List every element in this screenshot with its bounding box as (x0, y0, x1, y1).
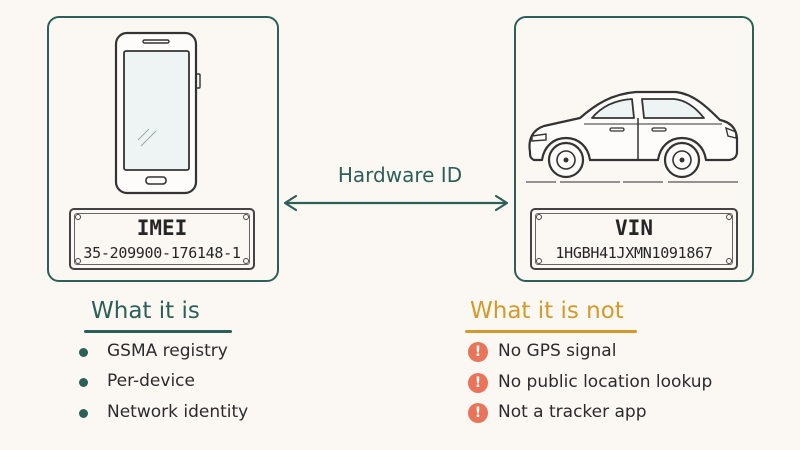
vin-panel: VIN 1HGBH41JXMN1091867 (514, 16, 754, 282)
vin-number: 1HGBH41JXMN1091867 (555, 244, 713, 262)
dot-bullet-icon (79, 409, 88, 418)
hardware-id-label: Hardware ID (337, 163, 463, 187)
bolt-icon (243, 214, 249, 220)
what-it-is-not-underline (465, 330, 637, 333)
imei-panel: IMEI 35-209900-176148-1 (47, 16, 279, 282)
vin-plate: VIN 1HGBH41JXMN1091867 (530, 208, 738, 270)
what-it-is-title: What it is (91, 298, 200, 324)
car-icon (526, 90, 739, 183)
what-it-is-not-item: Not a tracker app (498, 402, 647, 422)
exclamation-icon: ! (468, 342, 488, 362)
vin-title: VIN (615, 216, 653, 240)
bolt-icon (536, 258, 542, 264)
exclamation-icon: ! (468, 373, 488, 393)
bolt-icon (536, 214, 542, 220)
what-it-is-item: Network identity (107, 402, 249, 422)
double-arrow-icon (283, 194, 509, 212)
bolt-icon (726, 258, 732, 264)
bolt-icon (726, 214, 732, 220)
what-it-is-item: GSMA registry (107, 341, 228, 361)
bolt-icon (75, 258, 81, 264)
dot-bullet-icon (79, 348, 88, 357)
what-it-is-not-item: No GPS signal (498, 341, 617, 361)
smartphone-icon (114, 31, 201, 195)
imei-plate: IMEI 35-209900-176148-1 (69, 208, 255, 270)
what-it-is-item: Per-device (107, 371, 195, 391)
bolt-icon (243, 258, 249, 264)
exclamation-icon: ! (468, 403, 488, 423)
what-it-is-not-title: What it is not (470, 298, 624, 324)
what-it-is-underline (84, 330, 232, 333)
bolt-icon (75, 214, 81, 220)
what-it-is-not-item: No public location lookup (498, 372, 713, 392)
imei-title: IMEI (136, 216, 188, 240)
imei-number: 35-209900-176148-1 (83, 244, 241, 262)
dot-bullet-icon (79, 378, 88, 387)
